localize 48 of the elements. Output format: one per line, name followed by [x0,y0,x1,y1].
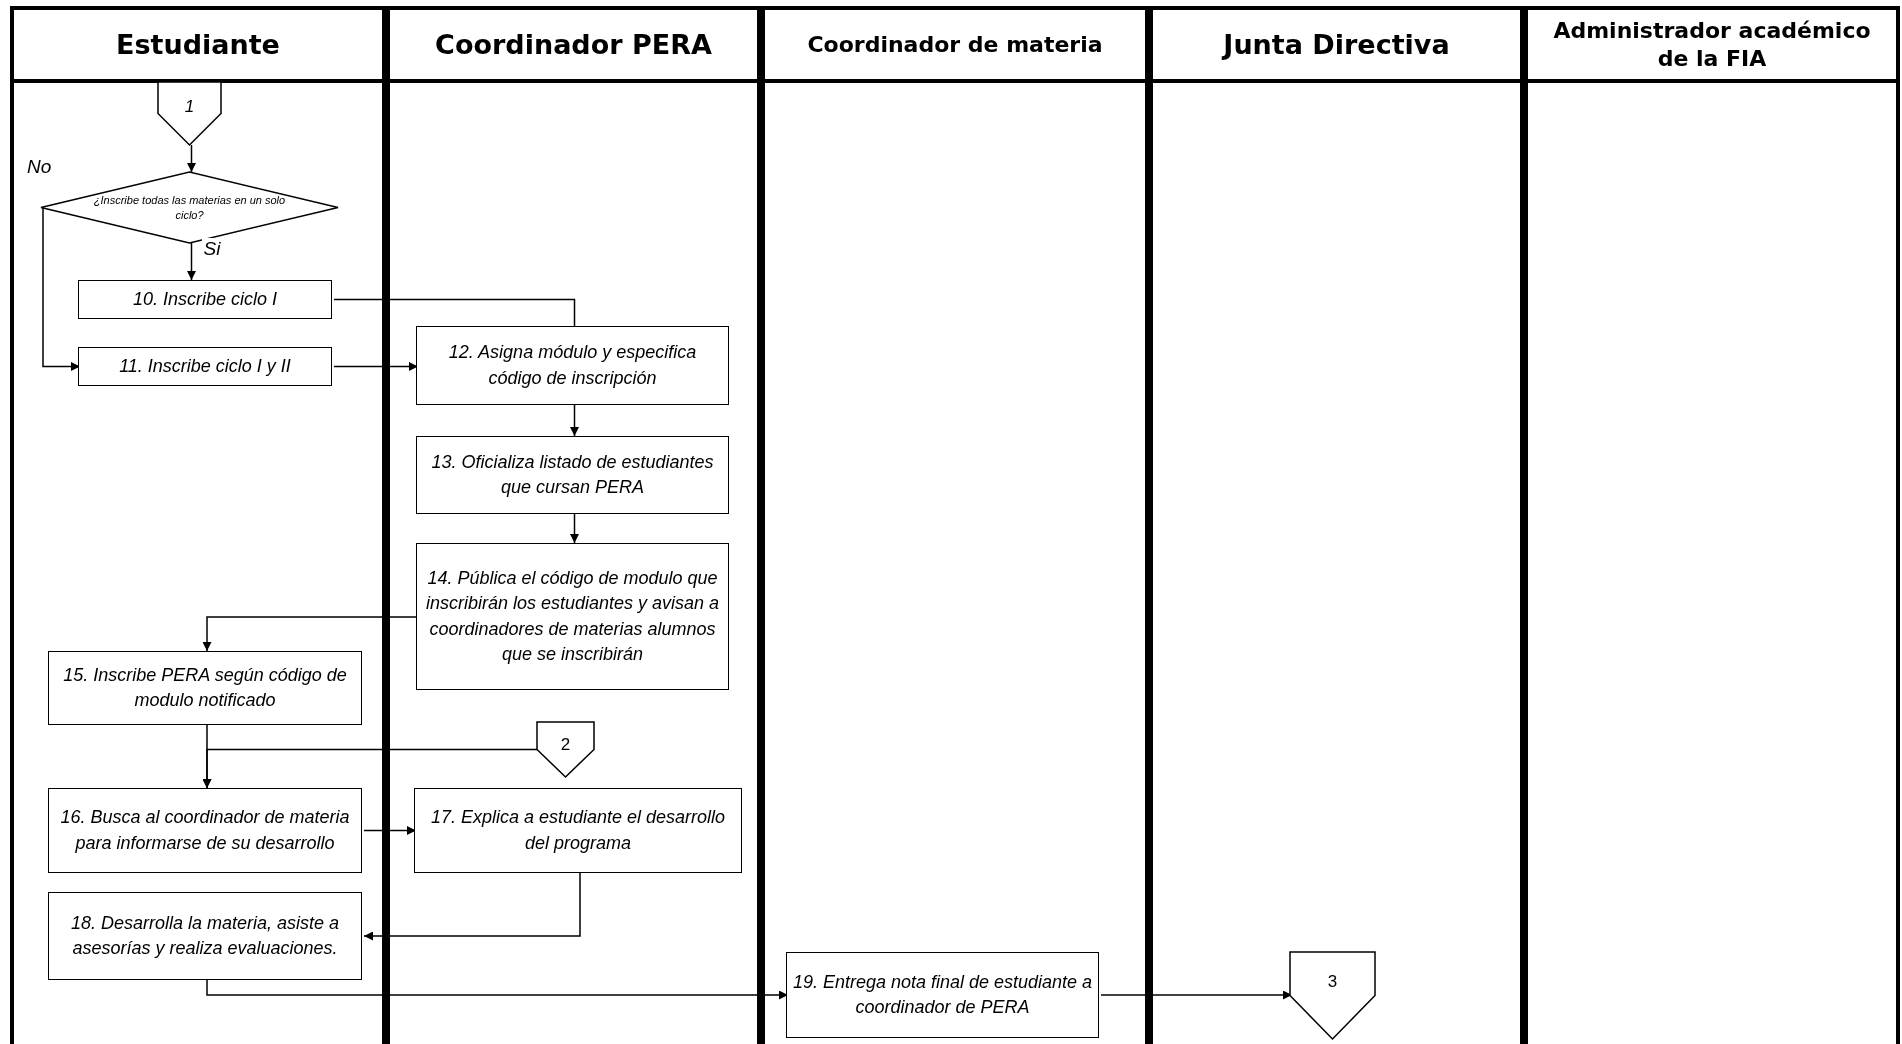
connector-arrow [570,513,579,544]
off-page-connector [1290,952,1375,1039]
process-text: 10. Inscribe ciclo I [131,287,279,311]
connector-arrow [363,872,581,941]
connector-number: 2 [560,734,571,757]
connector-arrow [570,404,579,437]
process-box [78,280,332,319]
connector-arrow [206,979,789,1000]
swimlane [1149,6,1524,1044]
swimlane [761,6,1149,1044]
off-page-connector [537,722,594,777]
process-box [416,326,729,405]
process-text: 13. Oficializa listado de estudiantes que cursan PERA [430,450,715,499]
connector-arrow [187,144,196,173]
lane-heading: Junta Directiva [1220,27,1451,62]
process-box [416,436,729,514]
process-box [786,952,1099,1038]
process-text: 19. Entrega nota final de estudiante a coordinador de PERA [791,970,1094,1019]
connector-arrow [363,826,417,835]
decision-text: ¿Inscribe todas las materias en un solo ciclo? [92,193,287,222]
process-box [48,788,362,873]
swimlane [386,6,761,1044]
process-text: 15. Inscribe PERA según código de modulo notificado [62,663,348,712]
lane-heading: Estudiante [115,27,281,62]
swimlane [10,6,386,1044]
process-text: 14. Pública el código de modulo que inscribirán los estudiantes y avisan a coordinadores de materias alumnos que se inscribirán [424,567,721,666]
lane-heading: Coordinador de materia [806,30,1104,59]
connector-number: 1 [184,95,195,118]
process-box [414,788,742,873]
process-box [48,651,362,725]
connector-arrow [202,616,419,652]
lane-heading: Coordinador PERA [434,27,713,62]
swimlane [1524,6,1900,1044]
connector-arrow [333,362,419,371]
process-text: 17. Explica a estudiante el desarrollo del programa [429,806,727,855]
process-box [48,892,362,980]
connector-number: 3 [1327,971,1338,994]
connector-arrow [187,242,196,281]
decision-diamond [41,172,338,243]
off-page-connector [158,82,221,145]
process-text: 18. Desarrolla la materia, asiste a asesorías y realiza evaluaciones. [69,911,341,960]
process-box [416,543,729,690]
process-text: 16. Busca al coordinador de materia para informarse de su desarrollo [59,806,351,855]
lane-heading: Administrador académico de la FIA [1552,17,1872,72]
connector-arrow [42,206,81,371]
process-text: 11. Inscribe ciclo I y II [118,354,292,378]
process-text: 12. Asigna módulo y especifica código de inscripción [447,341,698,390]
process-box [78,347,332,386]
